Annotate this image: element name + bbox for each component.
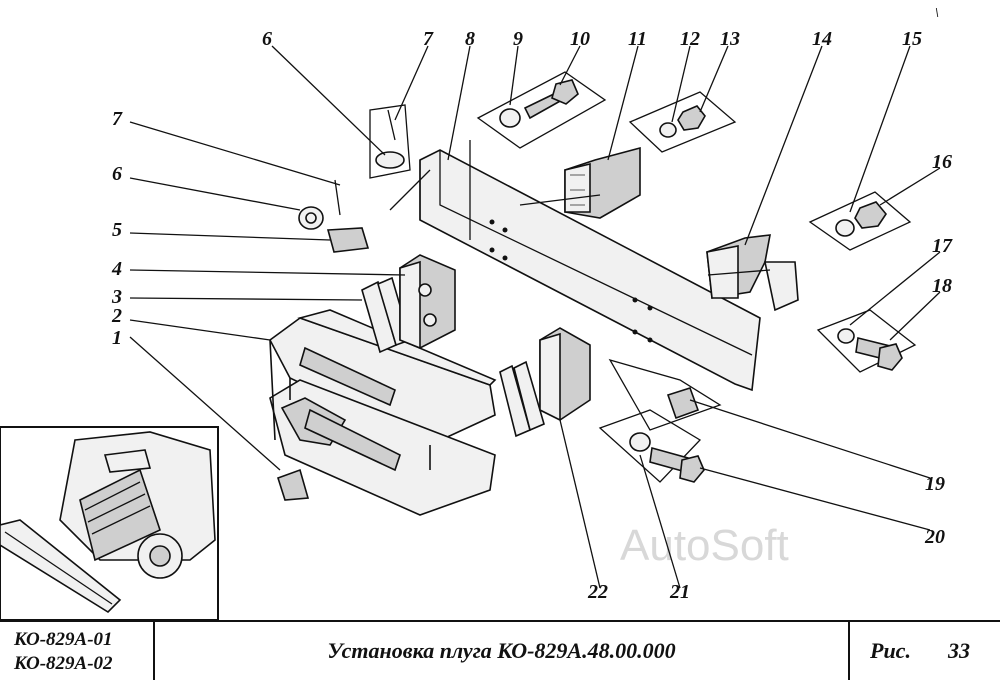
callout-20: 20 <box>924 526 945 548</box>
callout-6: 6 <box>262 28 272 50</box>
callout-2: 2 <box>111 305 122 327</box>
callout-19: 19 <box>925 473 945 495</box>
bushing-pin-set <box>298 104 411 253</box>
watermark: AutoSoft <box>620 521 789 570</box>
mount-plate-22 <box>539 327 591 422</box>
leader-lines <box>129 45 941 589</box>
model-code-2: КО-829А-02 <box>14 653 113 674</box>
callout-22: 22 <box>587 581 608 603</box>
callout-7-left: 7 <box>112 108 123 130</box>
bumper-beam <box>419 149 761 392</box>
callout-16: 16 <box>932 151 952 173</box>
drawing-title: Установка плуга КО-829А.48.00.000 <box>155 622 850 680</box>
callout-15: 15 <box>902 28 922 50</box>
figure-label: Рис. <box>870 638 911 663</box>
link-plates-3 <box>361 276 545 438</box>
bushing-19-bolt-20 <box>598 358 722 483</box>
callout-13: 13 <box>720 28 740 50</box>
nut-washer-12-13 <box>628 91 737 153</box>
model-code-1: КО-829А-01 <box>14 629 113 650</box>
callout-6-left: 6 <box>112 163 122 185</box>
callout-1: 1 <box>112 327 122 349</box>
page-mark: \ <box>935 6 939 21</box>
callout-4: 4 <box>111 258 122 280</box>
callout-9: 9 <box>513 28 523 50</box>
nut-washer-15-16 <box>808 191 912 251</box>
bracket-11 <box>564 146 641 219</box>
callout-14: 14 <box>812 28 832 50</box>
callout-3: 3 <box>111 286 122 308</box>
push-frame <box>268 309 497 516</box>
callout-10: 10 <box>570 28 590 50</box>
callout-17: 17 <box>932 235 953 257</box>
figure-number: 33 <box>948 638 970 663</box>
callout-12: 12 <box>680 28 700 50</box>
bolt-18-washer-17 <box>816 309 917 373</box>
callout-8: 8 <box>465 28 475 50</box>
callout-21: 21 <box>669 581 690 603</box>
callout-labels: 1 2 3 4 5 6 7 6 7 8 9 10 11 12 13 14 15 … <box>111 28 953 603</box>
bolt-10-washer-9 <box>476 71 607 149</box>
callout-11: 11 <box>628 28 647 50</box>
inset-truck-view <box>0 426 219 621</box>
callout-7: 7 <box>423 28 434 50</box>
bracket-14 <box>706 234 799 312</box>
title-block: КО-829А-01 КО-829А-02 Установка плуга КО… <box>0 620 1000 680</box>
callout-5: 5 <box>112 219 122 241</box>
figure-ref: Рис. 33 <box>850 622 1000 680</box>
mount-plate-4 <box>399 254 456 350</box>
model-codes: КО-829А-01 КО-829А-02 <box>0 622 155 680</box>
callout-18: 18 <box>932 275 952 297</box>
